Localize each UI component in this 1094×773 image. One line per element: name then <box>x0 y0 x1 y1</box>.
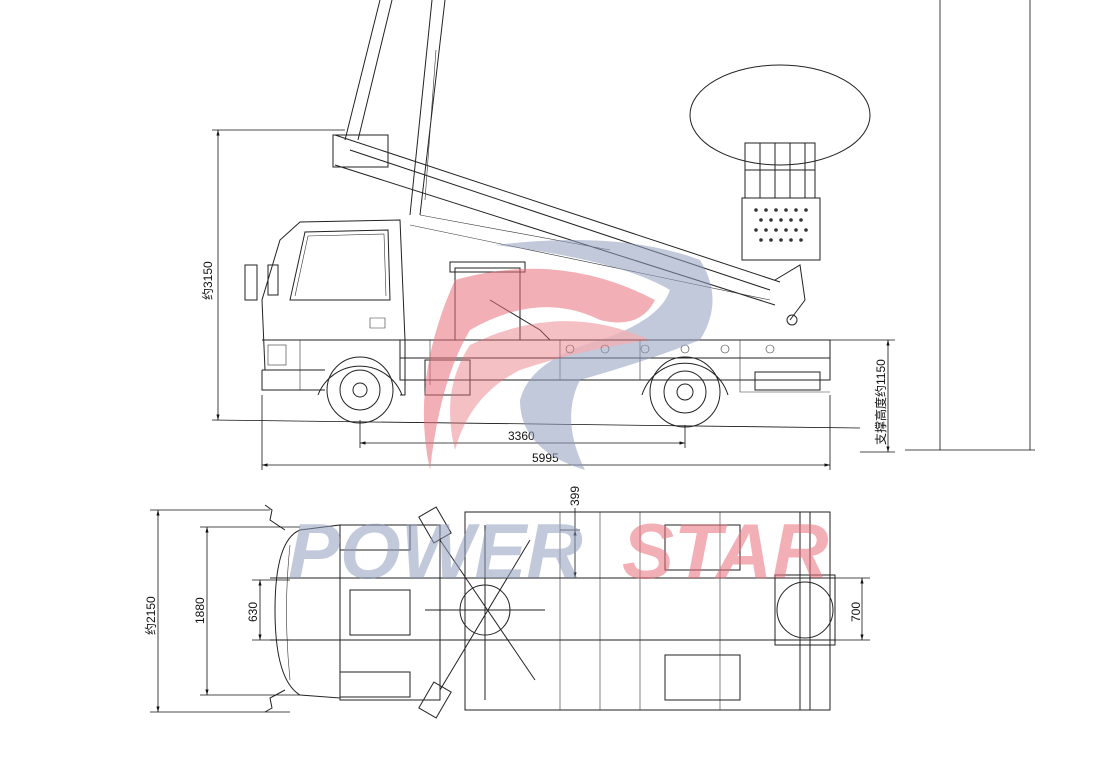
rear-wheel <box>641 356 729 428</box>
dim-outrigger-height: 支撑高度约1150 <box>873 359 888 445</box>
watermark-text-star: STAR <box>622 507 829 595</box>
watermark-text-power: POWER <box>288 507 583 595</box>
dim-front-track: 630 <box>246 602 260 622</box>
dim-offset: 399 <box>568 486 582 506</box>
side-view: 约3150 3360 5995 支撑高度约1150 <box>200 0 1035 470</box>
dim-rear-frame: 700 <box>849 602 863 622</box>
powerstar-watermark-logo: POWER STAR <box>288 240 829 595</box>
dim-width-total: 约2150 <box>143 596 158 635</box>
dim-wheelbase: 3360 <box>508 429 535 443</box>
dim-cab-width: 1880 <box>193 597 207 624</box>
front-wheel <box>317 356 403 424</box>
dim-height-total: 约3150 <box>200 261 215 300</box>
truck-cab <box>244 219 406 396</box>
top-view: 约2150 1880 630 399 700 <box>143 486 870 719</box>
work-basket <box>689 64 871 261</box>
